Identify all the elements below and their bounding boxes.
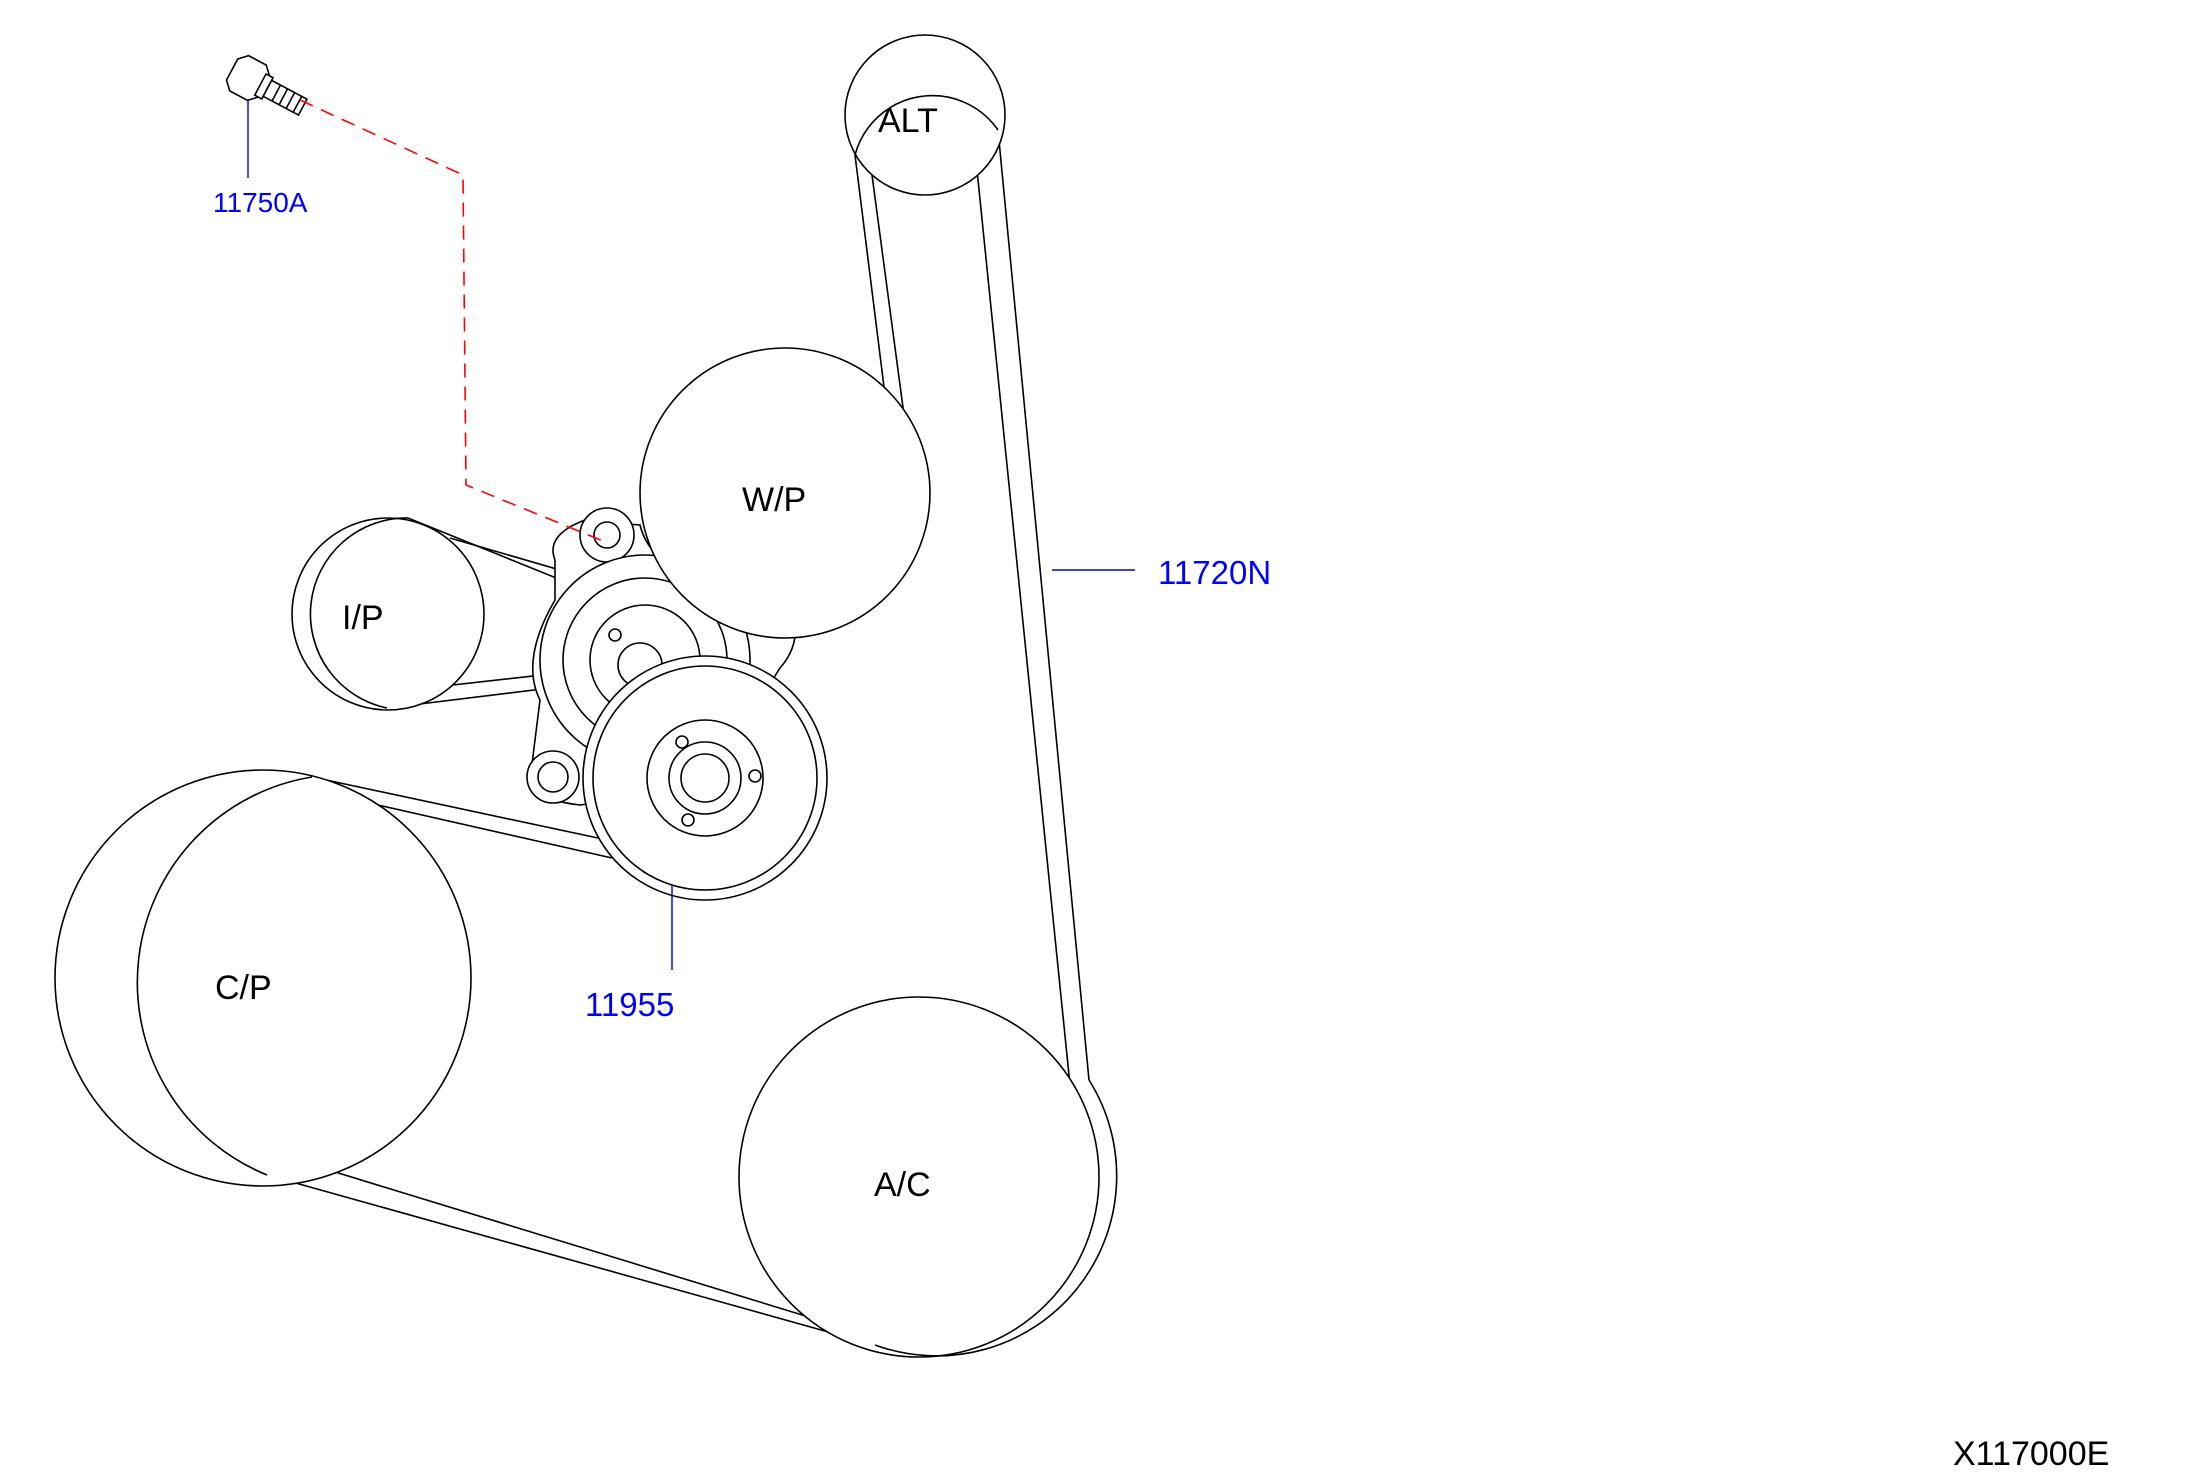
label-ac: A/C (874, 1166, 931, 1204)
ac-compressor-pulley (738, 996, 1100, 1358)
label-wp: W/P (742, 481, 806, 519)
part-11720n: 11720N (1158, 554, 1271, 591)
figure-code: X117000E (1953, 1435, 2109, 1473)
alternator-pulley (844, 34, 1006, 196)
label-ip: I/P (342, 599, 384, 637)
bolt-icon (225, 54, 309, 117)
part-11955: 11955 (585, 986, 674, 1023)
crankshaft-pulley (54, 769, 472, 1187)
bolt-leader-line (299, 99, 604, 542)
label-cp: C/P (215, 969, 272, 1007)
label-alt: ALT (878, 102, 938, 140)
idler-pulley (291, 517, 485, 711)
belt-wrap (136, 94, 1118, 1357)
water-pump-pulley (639, 347, 931, 639)
part-11750a: 11750A (213, 187, 308, 218)
